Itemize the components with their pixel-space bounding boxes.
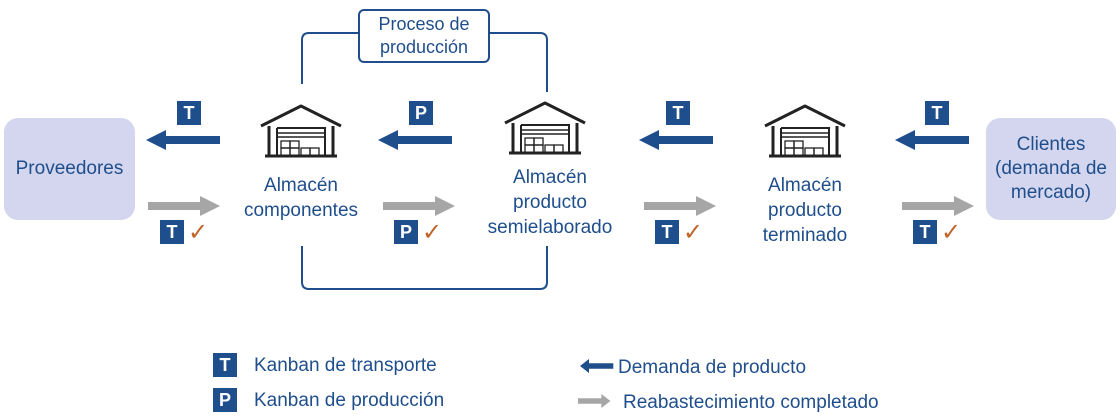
process-box: Proceso de producción <box>358 9 490 63</box>
warehouse-label-line: producto <box>513 192 587 213</box>
demand-arrow <box>639 130 713 150</box>
warehouse-finished-label: Almacén producto terminado <box>730 173 880 248</box>
legend-demand-arrow <box>580 359 614 373</box>
warehouse-label-line: semielaborado <box>487 217 613 238</box>
legend-replenish-label: Reabastecimiento completado <box>623 392 879 413</box>
clients-line2: (demanda de <box>995 158 1107 179</box>
legend-production-label: Kanban de producción <box>254 390 445 411</box>
replenish-arrow <box>383 196 455 216</box>
warehouse-icon <box>763 104 847 158</box>
clients-line1: Clientes <box>1016 134 1086 155</box>
demand-arrow <box>146 130 220 150</box>
demand-arrow <box>895 130 969 150</box>
warehouse-label-line: terminado <box>762 225 848 246</box>
warehouse-label-line: Almacén <box>513 167 587 188</box>
warehouse-icon <box>503 101 587 155</box>
suppliers-box: Proveedores <box>4 118 135 220</box>
kanban-badge: T <box>925 101 949 125</box>
warehouse-label-line: Almacén <box>768 175 842 196</box>
warehouse-semifinished-label: Almacén producto semielaborado <box>470 165 630 240</box>
kanban-badge: T <box>177 101 201 125</box>
check-icon: ✓ <box>683 218 704 246</box>
replenish-arrow <box>902 196 974 216</box>
kanban-badge: T <box>655 220 679 244</box>
kanban-badge: P <box>409 101 433 125</box>
legend-transport-label: Kanban de transporte <box>254 355 437 376</box>
legend-production-badge: P <box>213 388 237 412</box>
clients-box: Clientes (demanda de mercado) <box>986 118 1116 220</box>
check-icon: ✓ <box>188 218 209 246</box>
legend-replenish-arrow <box>578 394 611 408</box>
warehouse-label-line: Almacén <box>264 175 338 196</box>
process-loop-bottom <box>301 246 548 290</box>
legend-demand-label: Demanda de producto <box>618 357 807 378</box>
replenish-arrow <box>644 196 716 216</box>
kanban-badge: T <box>666 101 690 125</box>
process-loop-top <box>301 32 548 92</box>
suppliers-label: Proveedores <box>15 158 124 179</box>
warehouse-label-line: componentes <box>243 200 359 221</box>
legend-transport-badge: T <box>213 353 237 377</box>
process-line2: producción <box>379 37 469 57</box>
check-icon: ✓ <box>422 218 443 246</box>
warehouse-components-label: Almacén componentes <box>226 173 376 223</box>
kanban-badge: T <box>160 220 184 244</box>
replenish-arrow <box>148 196 220 216</box>
demand-arrow <box>378 130 452 150</box>
warehouse-icon <box>259 104 343 158</box>
clients-line3: mercado) <box>1010 182 1092 203</box>
process-line1: Proceso de <box>378 14 470 34</box>
warehouse-label-line: producto <box>768 200 842 221</box>
kanban-badge: P <box>394 220 418 244</box>
check-icon: ✓ <box>941 218 962 246</box>
kanban-badge: T <box>913 220 937 244</box>
